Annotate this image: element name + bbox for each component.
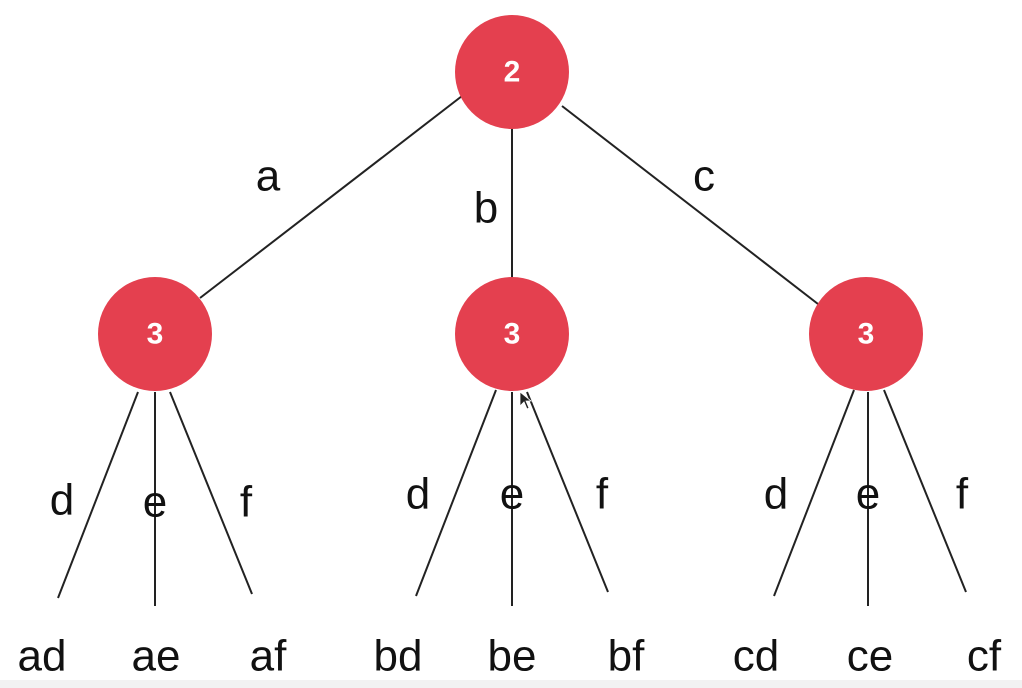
edge-a-f [169, 391, 253, 595]
edge-label-c-e: e [856, 470, 880, 519]
edge-a-d [57, 391, 139, 599]
child-node-c-label: 3 [858, 318, 875, 351]
leaf-af: af [250, 632, 287, 681]
edge-b-f [526, 391, 609, 593]
cursor-icon [519, 391, 533, 410]
leaf-cf: cf [967, 632, 1002, 681]
edge-label-a: a [256, 152, 281, 201]
root-node-label: 2 [504, 56, 521, 89]
leaf-ae: ae [132, 632, 181, 681]
child-node-b-label: 3 [504, 318, 521, 351]
edge-label-c: c [693, 152, 715, 201]
leaf-be: be [488, 632, 537, 681]
edge-label-b-f: f [596, 470, 609, 519]
leaf-ce: ce [847, 632, 893, 681]
edge-root-c [561, 105, 819, 305]
edge-label-a-f: f [240, 478, 253, 527]
edge-c-d [773, 389, 855, 597]
child-node-a: 3 [98, 277, 212, 391]
edge-label-a-e: e [143, 478, 167, 527]
edge-label-b-d: d [406, 470, 430, 519]
leaf-bf: bf [608, 632, 645, 681]
edge-root-a [199, 95, 463, 299]
root-node: 2 [455, 15, 569, 129]
edge-label-b: b [474, 184, 498, 233]
bottom-strip [0, 680, 1022, 688]
leaf-ad: ad [18, 632, 67, 681]
child-node-a-label: 3 [147, 318, 164, 351]
leaf-bd: bd [374, 632, 423, 681]
edge-label-c-d: d [764, 470, 788, 519]
child-node-b: 3 [455, 277, 569, 391]
child-node-c: 3 [809, 277, 923, 391]
edge-b-d [415, 389, 497, 597]
leaf-cd: cd [733, 632, 779, 681]
edge-c-f [883, 389, 967, 593]
edge-label-a-d: d [50, 476, 74, 525]
edge-label-c-f: f [956, 470, 969, 519]
edge-label-b-e: e [500, 470, 524, 519]
